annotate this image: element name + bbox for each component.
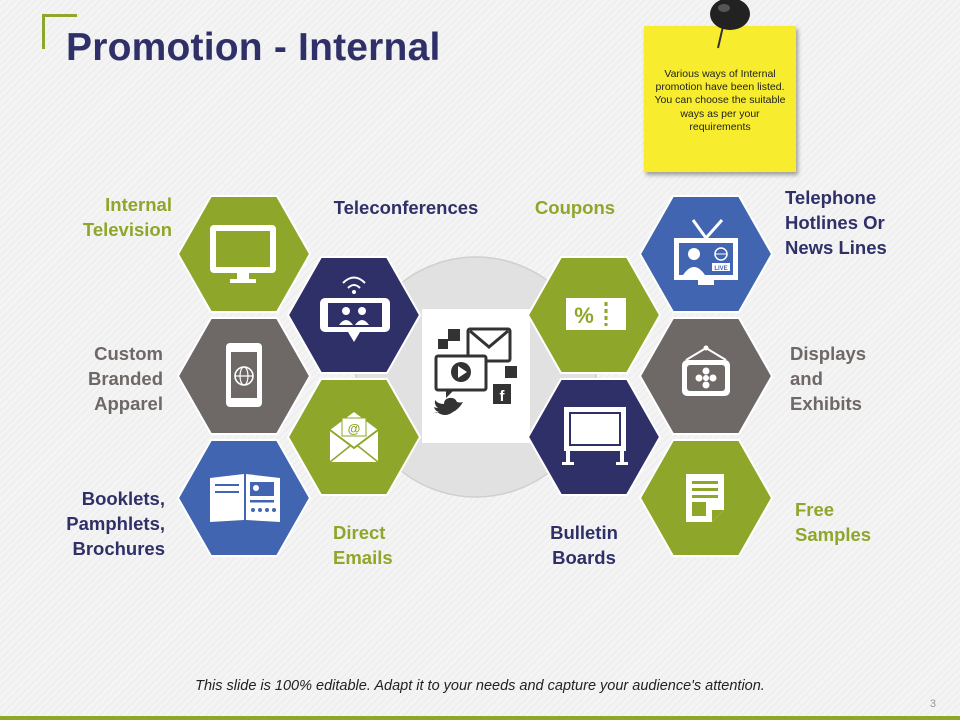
hex-internal-television bbox=[176, 195, 312, 313]
label-teleconferences: Teleconferences bbox=[333, 197, 479, 218]
footer-text: This slide is 100% editable. Adapt it to… bbox=[195, 678, 765, 694]
hex-coupons: % bbox=[526, 256, 662, 374]
display-sign-icon bbox=[682, 345, 730, 396]
smartphone-icon bbox=[226, 343, 262, 407]
coupon-icon: % bbox=[566, 298, 626, 330]
hex-displays-exhibits bbox=[638, 317, 774, 435]
bulletin-board-icon bbox=[562, 407, 628, 465]
bottom-accent-line bbox=[0, 716, 960, 720]
label-booklets: Booklets,Pamphlets,Brochures bbox=[66, 488, 165, 559]
hex-custom-apparel bbox=[176, 317, 312, 435]
corner-bracket bbox=[42, 14, 77, 49]
brochure-icon bbox=[210, 474, 280, 522]
page-number: 3 bbox=[929, 698, 936, 710]
hex-booklets bbox=[176, 439, 312, 557]
hex-direct-emails: @ bbox=[286, 378, 422, 496]
email-envelope-icon: @ bbox=[329, 412, 379, 463]
television-news-icon: LIVE bbox=[674, 219, 738, 285]
svg-text:LIVE: LIVE bbox=[714, 266, 727, 272]
hex-free-samples bbox=[638, 439, 774, 557]
document-sample-icon bbox=[686, 474, 724, 522]
monitor-icon bbox=[210, 225, 276, 283]
svg-text:@: @ bbox=[348, 421, 361, 436]
hex-teleconferences bbox=[286, 256, 422, 374]
svg-text:f: f bbox=[500, 388, 506, 405]
video-call-icon bbox=[320, 276, 390, 342]
hex-bulletin-boards bbox=[526, 378, 662, 496]
sticky-note: Various ways of Internal promotion have … bbox=[644, 26, 796, 172]
sticky-note-text: Various ways of Internal promotion have … bbox=[654, 68, 786, 133]
social-media-cluster-icon: f bbox=[422, 309, 530, 443]
slide-title: Promotion - Internal bbox=[66, 26, 441, 69]
hex-telephone-hotlines: LIVE bbox=[638, 195, 774, 313]
svg-text:%: % bbox=[574, 303, 594, 328]
label-coupons: Coupons bbox=[534, 197, 616, 218]
